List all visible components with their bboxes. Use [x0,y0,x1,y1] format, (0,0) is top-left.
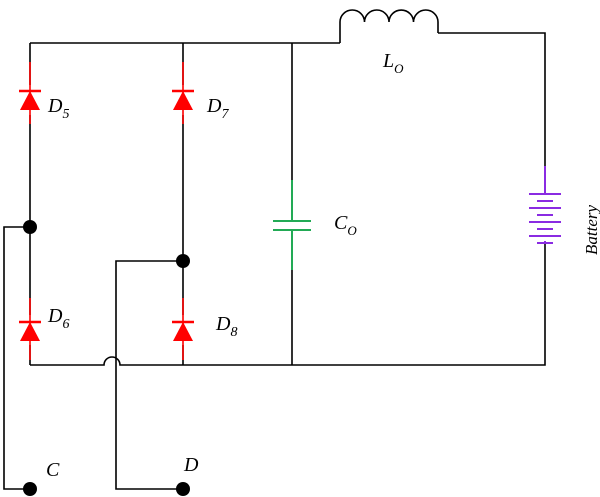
diode-d7 [172,62,194,124]
label-d5: D5 [47,95,69,122]
terminal-node-d [176,482,190,496]
bottom-wire [30,241,546,366]
battery [529,166,561,244]
label-co: CO [334,212,357,238]
terminal-node-c [23,482,37,496]
junction-node-middle [176,254,190,268]
label-battery: Battery [582,205,600,255]
label-terminal-c: C [46,459,60,481]
top-wire [30,32,546,166]
inductor-lo [339,9,439,43]
diode-d6 [19,298,41,360]
output-c-wire [3,226,30,490]
diode-d8 [172,298,194,360]
label-terminal-d: D [183,454,199,476]
capacitor-co [273,180,311,270]
output-d-wire [115,260,183,490]
label-d6: D6 [47,305,69,332]
diode-d5 [19,62,41,124]
junction-node-left [23,220,37,234]
label-d8: D8 [215,313,237,340]
label-lo: LO [382,50,404,76]
label-d7: D7 [206,95,229,122]
